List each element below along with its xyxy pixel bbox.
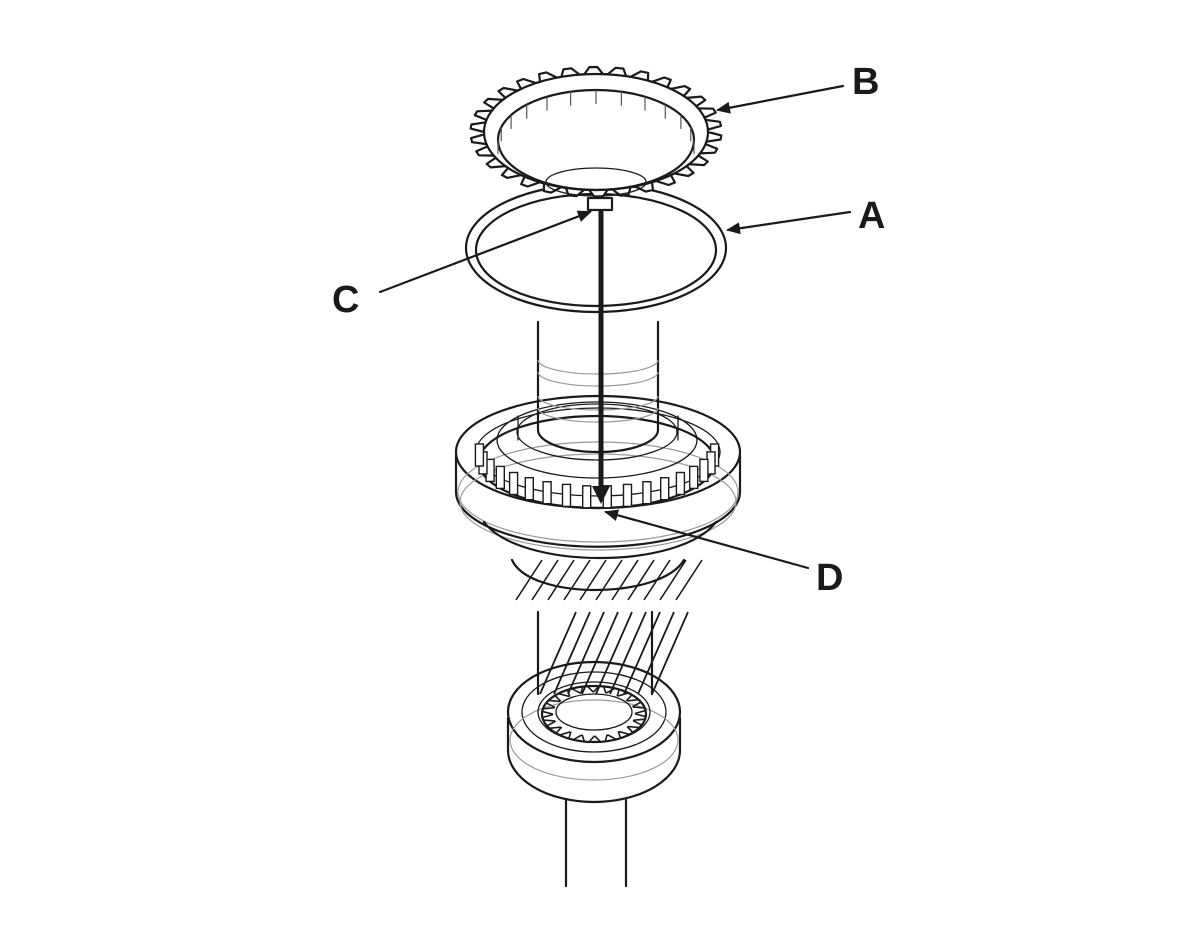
leader-line-a — [726, 210, 852, 235]
helix-upper-line — [547, 559, 575, 601]
callout-label-c: C — [332, 279, 359, 321]
hub-spline-tooth — [689, 465, 699, 490]
helix-tooth-line — [567, 611, 605, 695]
hub-spline-tooth — [508, 471, 519, 496]
helix-upper-line — [611, 559, 639, 601]
callout-label-d: D — [816, 557, 843, 599]
snap-ring-a — [464, 182, 728, 314]
hub-spline-tooth — [495, 465, 505, 490]
helix-tooth-line — [651, 611, 689, 695]
leader-line-b — [716, 84, 845, 114]
leader-line-d — [604, 509, 810, 570]
hub-spline-tooth — [542, 481, 552, 505]
hub-spline-tooth — [582, 485, 592, 509]
helix-upper-line — [531, 559, 559, 601]
pinion-teeth-outline — [541, 685, 647, 743]
helix-upper-line — [515, 559, 543, 601]
helix-tooth-line — [595, 611, 633, 695]
leader-line-c — [378, 210, 592, 294]
hub-spline-tooth — [642, 481, 652, 505]
pinion-gear — [540, 684, 648, 744]
helix-tooth-line — [539, 611, 577, 695]
lower-shaft — [564, 798, 628, 888]
helix-upper-line — [675, 559, 703, 601]
helix-upper-line — [659, 559, 687, 601]
hub-spline-tooth — [561, 483, 572, 508]
callout-label-a: A — [858, 195, 885, 237]
alignment-arrowhead — [592, 486, 610, 504]
callout-label-b: B — [852, 61, 879, 103]
helix-tooth-line — [553, 611, 591, 695]
helix-tooth-line — [623, 611, 661, 695]
helix-upper-line — [643, 559, 671, 601]
helix-upper-line — [627, 559, 655, 601]
helix-tooth-line — [581, 611, 619, 695]
alignment-arrow — [592, 209, 610, 504]
hub-spline-tooth — [699, 458, 709, 483]
helical-gear — [510, 558, 703, 696]
helix-upper-line — [595, 559, 623, 601]
helix-tooth-line — [609, 611, 647, 695]
bearing — [506, 660, 682, 804]
helix-upper-line — [579, 559, 607, 601]
hub-spline-tooth — [474, 443, 485, 467]
hub-spline-tooth — [622, 483, 633, 508]
ring-teeth-outline — [469, 65, 723, 199]
helix-upper-line — [563, 559, 591, 601]
synchro-ring-b — [469, 65, 723, 212]
hub-spline-tooth — [524, 477, 534, 501]
hub-spline-tooth — [675, 471, 686, 496]
shaft-collar — [517, 320, 679, 454]
hub-spline-tooth — [660, 477, 670, 501]
hub-spline-ring — [474, 401, 720, 510]
helix-tooth-line — [637, 611, 675, 695]
